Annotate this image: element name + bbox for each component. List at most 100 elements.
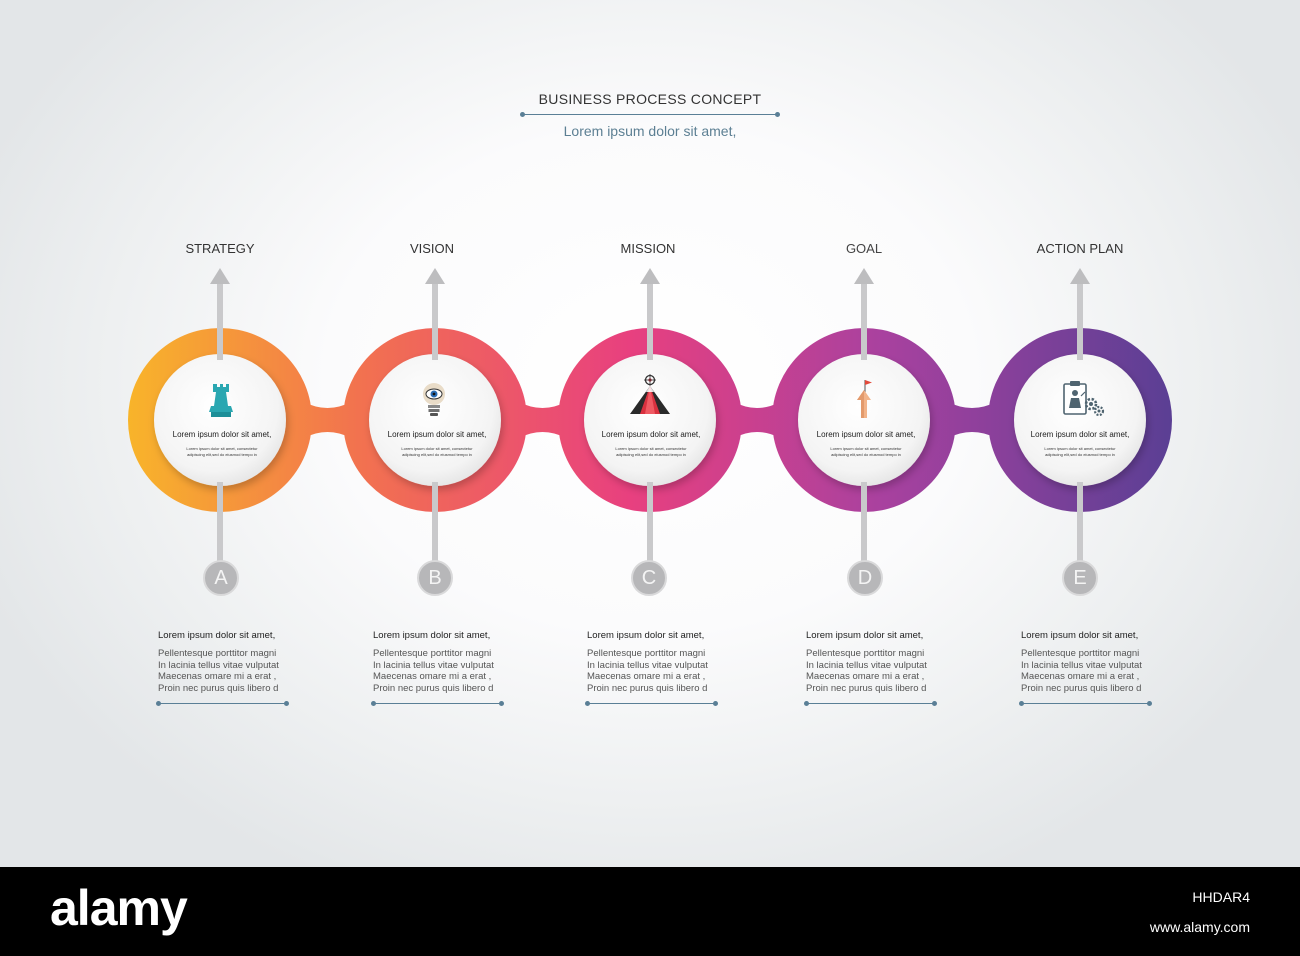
- stem-down: [217, 482, 223, 566]
- text-block-title: Lorem ipsum dolor sit amet,: [587, 630, 705, 641]
- text-block-divider: [371, 701, 504, 706]
- text-block-a: Lorem ipsum dolor sit amet, Pellentesque…: [156, 630, 298, 706]
- ring-connector: [304, 402, 351, 438]
- text-block-line: Maecenas omare mi a erat ,: [158, 671, 277, 682]
- circle-caption-line: Lorem ipsum dolor sit amet, consectetur: [830, 446, 902, 451]
- step-label-vision: VISION: [409, 241, 455, 256]
- step-disc-e: [1014, 354, 1146, 486]
- step-letter-e: E: [1062, 560, 1098, 596]
- process-chain: [128, 268, 1172, 566]
- step-disc-a: [154, 354, 286, 486]
- circle-caption: Lorem ipsum dolor sit amet, consectetur …: [591, 446, 711, 458]
- step-letter-c: C: [631, 560, 667, 596]
- arrow-up-icon: [854, 268, 874, 284]
- text-block-title: Lorem ipsum dolor sit amet,: [373, 630, 491, 641]
- stem-up: [432, 278, 438, 360]
- text-block-line: Proin nec purus quis libero d: [587, 682, 708, 694]
- circle-caption-line: Lorem ipsum dolor sit amet, consectetur: [615, 446, 687, 451]
- infographic-canvas: BUSINESS PROCESS CONCEPT Lorem ipsum dol…: [0, 0, 1300, 867]
- text-block-line: Maecenas omare mi a erat ,: [587, 671, 706, 682]
- text-block-d: Lorem ipsum dolor sit amet, Pellentesque…: [804, 630, 946, 706]
- arrow-up-icon: [640, 268, 660, 284]
- text-block-line: Proin nec purus quis libero d: [806, 682, 927, 694]
- circle-title: Lorem ipsum dolor sit amet,: [1030, 430, 1130, 439]
- step-label-strategy: STRATEGY: [185, 241, 255, 256]
- circle-caption-line: adipiscing elit,sed do eiusmod tempo in: [616, 452, 686, 457]
- text-block-line: In lacinia tellus vitae vulputat: [373, 659, 494, 671]
- stem-down: [861, 482, 867, 566]
- text-block-line: Pellentesque porttitor magni: [373, 648, 492, 659]
- watermark-footer: alamy HHDAR4 www.alamy.com: [0, 867, 1300, 956]
- circle-caption-line: Lorem ipsum dolor sit amet, consectetur: [401, 446, 473, 451]
- mountain-target-icon: [626, 374, 674, 416]
- text-block-e: Lorem ipsum dolor sit amet, Pellentesque…: [1019, 630, 1161, 706]
- arrow-up-icon: [1070, 268, 1090, 284]
- circle-caption: Lorem ipsum dolor sit amet, consectetur …: [162, 446, 282, 458]
- text-block-line: Pellentesque porttitor magni: [158, 648, 277, 659]
- diagram-title: BUSINESS PROCESS CONCEPT: [538, 91, 762, 107]
- stem-down: [1077, 482, 1083, 566]
- text-block-c: Lorem ipsum dolor sit amet, Pellentesque…: [585, 630, 727, 706]
- circle-title: Lorem ipsum dolor sit amet,: [172, 430, 272, 439]
- step-disc-b: [369, 354, 501, 486]
- lightbulb-eye-icon: [416, 378, 452, 420]
- stem-up: [217, 278, 223, 360]
- text-block-line: Proin nec purus quis libero d: [1021, 682, 1142, 694]
- circle-caption: Lorem ipsum dolor sit amet, consectetur …: [806, 446, 926, 458]
- text-block-divider: [1019, 701, 1152, 706]
- clipboard-gears-icon: [1058, 378, 1106, 420]
- text-block-line: Pellentesque porttitor magni: [587, 648, 706, 659]
- circle-caption-line: adipiscing elit,sed do eiusmod tempo in: [402, 452, 472, 457]
- arrow-up-icon: [210, 268, 230, 284]
- step-disc-d: [798, 354, 930, 486]
- text-block-line: In lacinia tellus vitae vulputat: [806, 659, 927, 671]
- step-label-goal: GOAL: [845, 241, 883, 256]
- text-block-title: Lorem ipsum dolor sit amet,: [806, 630, 924, 641]
- step-letter-b: B: [417, 560, 453, 596]
- circle-caption-line: adipiscing elit,sed do eiusmod tempo in: [187, 452, 257, 457]
- step-letter-d: D: [847, 560, 883, 596]
- circle-caption: Lorem ipsum dolor sit amet, consectetur …: [377, 446, 497, 458]
- brand-logo: alamy: [50, 880, 188, 936]
- stem-down: [647, 482, 653, 566]
- text-block-line: In lacinia tellus vitae vulputat: [1021, 659, 1142, 671]
- step-label-mission: MISSION: [620, 241, 676, 256]
- circle-title: Lorem ipsum dolor sit amet,: [387, 430, 487, 439]
- text-block-line: In lacinia tellus vitae vulputat: [587, 659, 708, 671]
- title-divider: [520, 112, 780, 117]
- stem-up: [1077, 278, 1083, 360]
- text-block-divider: [156, 701, 289, 706]
- step-letter-a: A: [203, 560, 239, 596]
- circle-caption: Lorem ipsum dolor sit amet, consectetur …: [1020, 446, 1140, 458]
- stem-up: [861, 278, 867, 360]
- circle-caption-line: Lorem ipsum dolor sit amet, consectetur: [186, 446, 258, 451]
- step-disc-c: [584, 354, 716, 486]
- image-id: HHDAR4: [1192, 889, 1250, 905]
- arrow-up-icon: [425, 268, 445, 284]
- circle-caption-line: adipiscing elit,sed do eiusmod tempo in: [831, 452, 901, 457]
- text-block-line: Pellentesque porttitor magni: [1021, 648, 1140, 659]
- stem-down: [432, 482, 438, 566]
- text-block-line: Proin nec purus quis libero d: [158, 682, 279, 694]
- text-block-title: Lorem ipsum dolor sit amet,: [1021, 630, 1139, 641]
- circle-title: Lorem ipsum dolor sit amet,: [601, 430, 701, 439]
- text-block-line: Maecenas omare mi a erat ,: [806, 671, 925, 682]
- ring-connector: [948, 402, 996, 438]
- step-label-action-plan: ACTION PLAN: [1036, 241, 1124, 256]
- circle-caption-line: adipiscing elit,sed do eiusmod tempo in: [1045, 452, 1115, 457]
- site-url: www.alamy.com: [1149, 919, 1250, 935]
- text-block-line: In lacinia tellus vitae vulputat: [158, 659, 279, 671]
- circle-title: Lorem ipsum dolor sit amet,: [816, 430, 916, 439]
- text-block-divider: [804, 701, 937, 706]
- text-block-line: Maecenas omare mi a erat ,: [373, 671, 492, 682]
- ring-connector: [734, 402, 780, 438]
- text-block-b: Lorem ipsum dolor sit amet, Pellentesque…: [371, 630, 513, 706]
- text-block-divider: [585, 701, 718, 706]
- text-block-line: Proin nec purus quis libero d: [373, 682, 494, 694]
- text-block-line: Maecenas omare mi a erat ,: [1021, 671, 1140, 682]
- text-block-title: Lorem ipsum dolor sit amet,: [158, 630, 276, 641]
- diagram-subtitle: Lorem ipsum dolor sit amet,: [563, 123, 737, 139]
- text-block-line: Pellentesque porttitor magni: [806, 648, 925, 659]
- ring-connector: [519, 402, 566, 438]
- chess-rook-icon: [203, 378, 239, 420]
